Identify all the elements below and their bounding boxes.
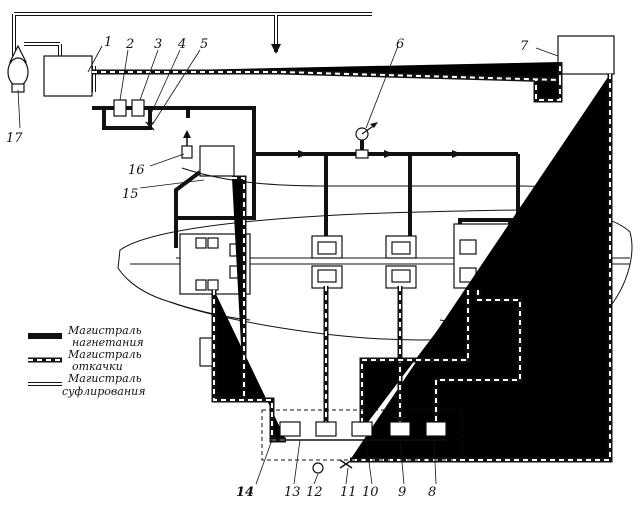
centrifugal-breather (7, 44, 29, 93)
middle-bearing-2 (385, 235, 417, 289)
fuel-oil-unit (181, 130, 235, 177)
callout-9: 9 (398, 485, 406, 500)
callout-1: 1 (104, 35, 112, 50)
callout-16: 16 (128, 163, 145, 178)
callout-12: 12 (306, 485, 323, 500)
legend-scavenge-line1: Магистраль (67, 348, 142, 361)
callout-11: 11 (340, 485, 357, 500)
legend: Магистраль нагнетания Магистраль откачки… (28, 324, 145, 398)
vent-arrow-icon (271, 44, 281, 54)
arrow-right-icon (452, 150, 462, 158)
callout-2: 2 (125, 37, 134, 52)
callout-13: 13 (284, 485, 301, 500)
callout-5: 5 (200, 37, 208, 52)
legend-scavenge-line2: откачки (72, 360, 123, 373)
tank-outlet-units (92, 99, 214, 131)
scavenge-main (92, 62, 610, 460)
callout-7: 7 (520, 39, 529, 54)
callout-3: 3 (154, 37, 162, 52)
valve-icon (145, 121, 155, 131)
callout-8: 8 (428, 485, 436, 500)
callout-17: 17 (6, 131, 23, 146)
pressure-gauge (355, 122, 378, 159)
callout-4: 4 (177, 37, 186, 52)
legend-vent-line2: суфлирования (62, 385, 145, 398)
scavenge-pump-block (261, 409, 463, 474)
arrow-right-icon (298, 150, 308, 158)
callout-leaders (17, 45, 559, 485)
oil-cooler (557, 35, 615, 75)
legend-pressure-line2: нагнетания (72, 336, 144, 349)
callout-14: 14 (236, 485, 254, 500)
middle-bearing-1 (311, 235, 343, 289)
arrow-right-icon (384, 150, 394, 158)
callout-6: 6 (396, 37, 404, 52)
legend-pressure-line1: Магистраль (67, 324, 142, 337)
callout-labels: 1 2 3 4 5 6 7 8 9 10 11 12 13 14 15 16 1… (6, 35, 529, 500)
callout-15: 15 (122, 187, 139, 202)
oil-tank (43, 55, 93, 97)
vent-lines (12, 12, 372, 92)
legend-vent-line1: Магистраль (67, 372, 142, 385)
callout-10: 10 (362, 485, 379, 500)
